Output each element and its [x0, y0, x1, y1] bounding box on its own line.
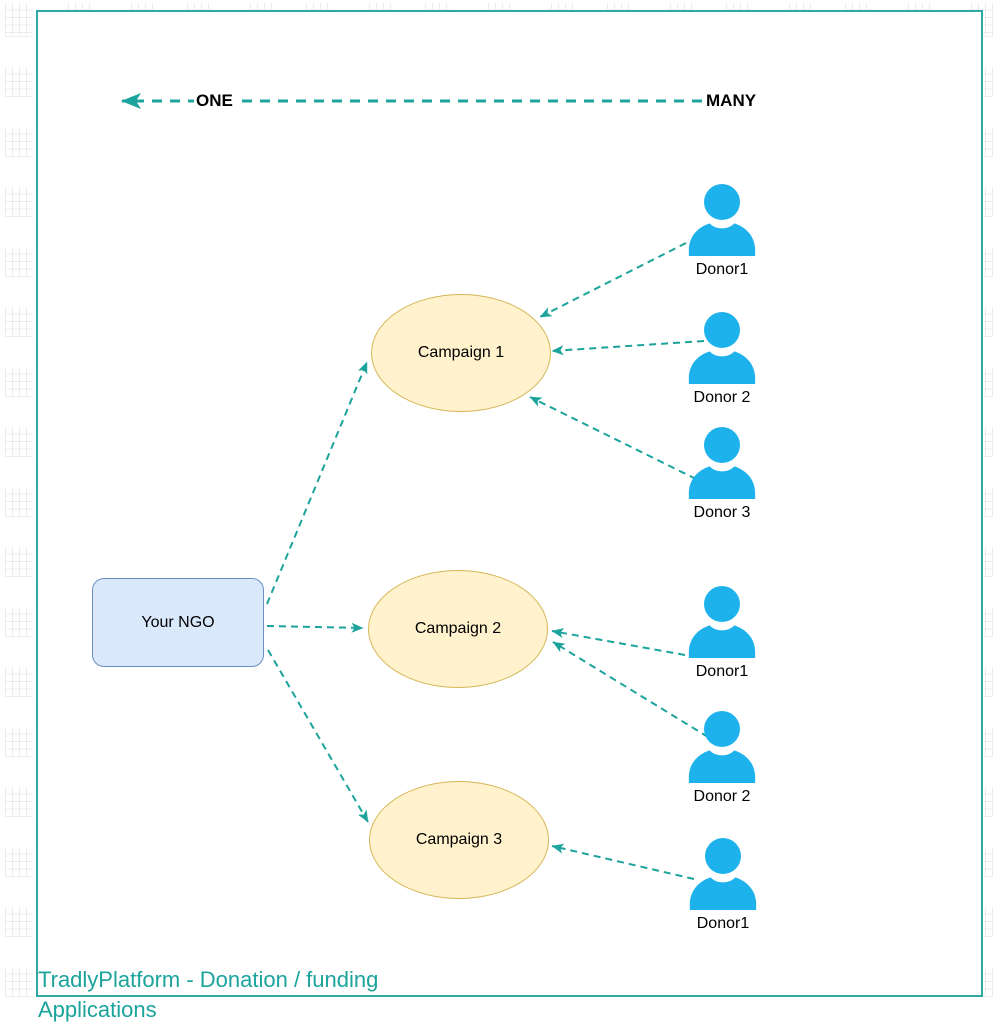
node-your-ngo-label: Your NGO: [141, 613, 215, 631]
connector-donor1-campaign1: [539, 242, 687, 318]
connector-donor2-campaign1: [551, 340, 705, 356]
connector-donor1-campaign3: [551, 843, 695, 880]
node-campaign-1-label: Campaign 1: [417, 344, 505, 361]
node-donor1-campaign1: Donor1: [682, 184, 762, 279]
donor-label: Donor 3: [693, 504, 751, 521]
donor-label: Donor 2: [693, 389, 751, 406]
donor-label: Donor1: [695, 261, 749, 278]
donor-label: Donor1: [695, 663, 749, 680]
connector-donor3-campaign1: [529, 396, 697, 480]
connector-ngo-campaign3: [267, 649, 369, 823]
diagram-caption: TradlyPlatform - Donation / funding Appl…: [38, 967, 379, 1022]
node-donor2-campaign2: Donor 2: [682, 711, 762, 806]
axis-label-one: ONE: [194, 91, 235, 110]
node-campaign-3: Campaign 3: [369, 781, 549, 899]
connector-ngo-campaign2: [266, 622, 364, 633]
node-campaign-3-label: Campaign 3: [415, 831, 503, 848]
node-donor1-campaign2: Donor1: [682, 586, 762, 681]
node-donor1-campaign3: Donor1: [683, 838, 763, 933]
person-icon: [688, 711, 756, 784]
connector-ngo-campaign1: [266, 361, 368, 605]
person-icon: [688, 184, 756, 257]
connector-donor1-campaign2: [551, 628, 686, 656]
node-donor2-campaign1: Donor 2: [682, 312, 762, 407]
donor-label: Donor 2: [693, 788, 751, 805]
axis-label-many: MANY: [704, 91, 759, 110]
node-donor3-campaign1: Donor 3: [682, 427, 762, 522]
person-icon: [688, 586, 756, 659]
node-campaign-2-label: Campaign 2: [414, 620, 502, 637]
node-campaign-2: Campaign 2: [368, 570, 548, 688]
donor-label: Donor1: [696, 915, 750, 932]
node-your-ngo: Your NGO: [92, 578, 264, 667]
connector-donor2-campaign2: [552, 641, 709, 738]
node-campaign-1: Campaign 1: [371, 294, 551, 412]
person-icon: [688, 312, 756, 385]
person-icon: [689, 838, 757, 911]
person-icon: [688, 427, 756, 500]
